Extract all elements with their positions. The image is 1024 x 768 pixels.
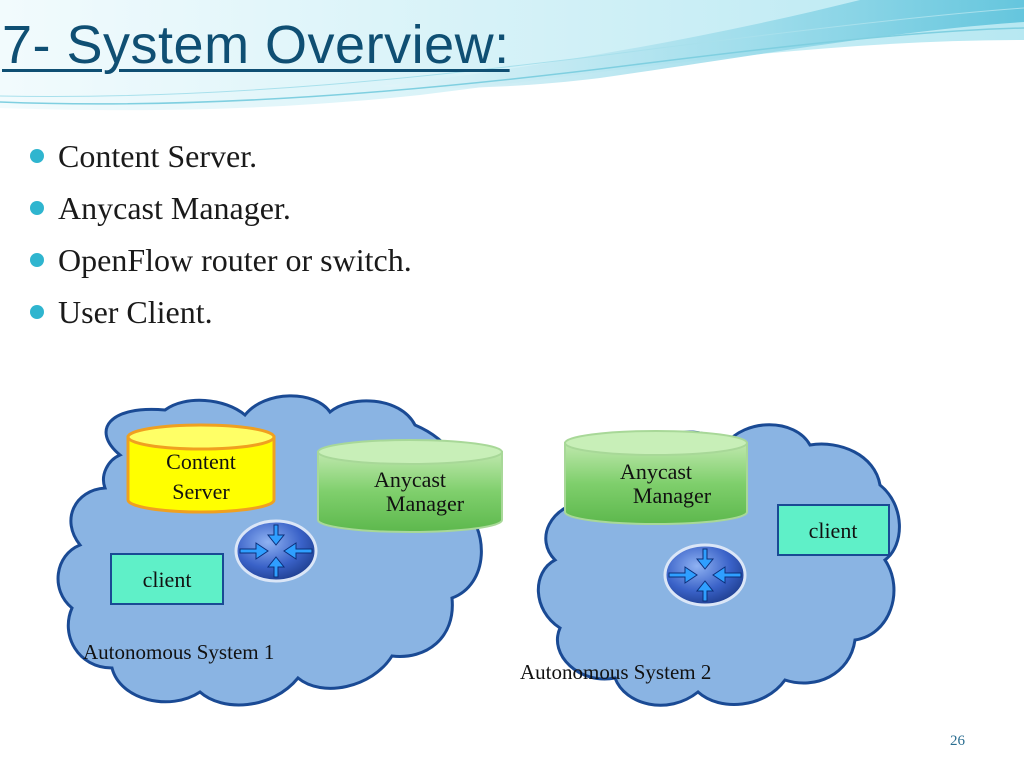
bullet-dot-icon	[30, 149, 44, 163]
bullet-list: Content Server. Anycast Manager. OpenFlo…	[30, 134, 412, 342]
slide-title: 7- System Overview:	[2, 15, 510, 75]
client-as2: client	[777, 504, 890, 556]
router-arrows-icon	[668, 548, 742, 602]
anycast-manager-as1: Anycast Manager	[317, 439, 503, 533]
anycast-manager-as1-label-line1: Anycast	[374, 467, 446, 492]
bullet-dot-icon	[30, 305, 44, 319]
bullet-item: Content Server.	[30, 134, 412, 186]
autonomous-system-1-label: Autonomous System 1	[83, 640, 274, 664]
bullet-text: Anycast Manager.	[58, 190, 291, 226]
bullet-item: User Client.	[30, 290, 412, 342]
bullet-text: Content Server.	[58, 138, 258, 174]
header-swoosh	[0, 0, 1024, 111]
anycast-manager-as1-label-line2: Manager	[386, 491, 465, 516]
database-cylinder-icon	[126, 423, 276, 514]
bullet-text: OpenFlow router or switch.	[58, 242, 412, 278]
openflow-router-as1	[234, 519, 318, 583]
bullet-text: User Client.	[58, 294, 213, 330]
openflow-router-as2	[663, 543, 747, 607]
anycast-manager-as2-label-line2: Manager	[633, 483, 712, 508]
bullet-item: OpenFlow router or switch.	[30, 238, 412, 290]
bullet-dot-icon	[30, 201, 44, 215]
bullet-item: Anycast Manager.	[30, 186, 412, 238]
anycast-manager-as2-label-line1: Anycast	[620, 459, 692, 484]
content-server: Content Server	[126, 423, 276, 514]
router-arrows-icon	[239, 524, 313, 578]
client-as2-label: client	[809, 518, 858, 543]
database-cylinder-icon	[564, 430, 748, 525]
client-as1: client	[110, 553, 224, 605]
anycast-manager-as2: Anycast Manager	[564, 430, 748, 525]
autonomous-system-2-label: Autonomous System 2	[520, 660, 711, 684]
database-cylinder-icon	[317, 439, 503, 533]
content-server-label-line1: Content	[166, 449, 236, 474]
content-server-label-line2: Server	[172, 479, 230, 504]
page-number: 26	[950, 733, 965, 749]
bullet-dot-icon	[30, 253, 44, 267]
client-as1-label: client	[143, 567, 192, 592]
